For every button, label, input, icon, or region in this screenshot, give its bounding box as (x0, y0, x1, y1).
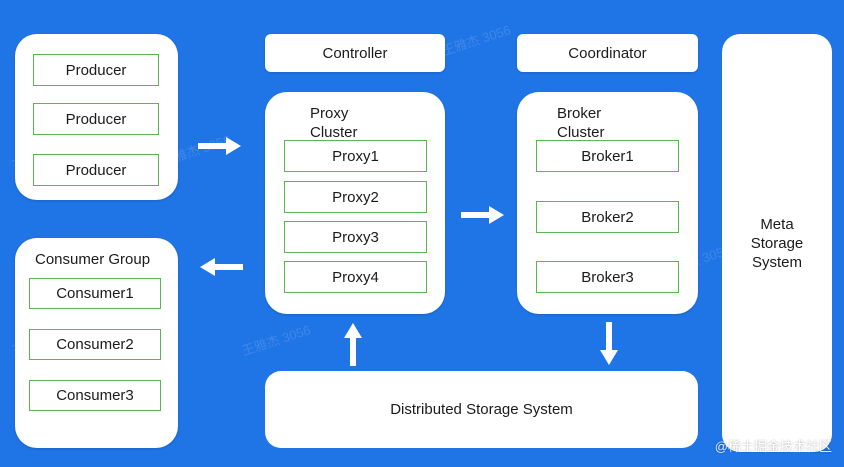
meta-storage-panel: Meta Storage System (722, 34, 832, 452)
consumer-group-panel: Consumer Group Consumer1 Consumer2 Consu… (15, 238, 178, 448)
watermark: 王雅杰 3056 (239, 322, 313, 359)
distributed-storage-panel: Distributed Storage System (265, 371, 698, 448)
proxy-cluster-panel: Proxy Cluster Proxy1 Proxy2 Proxy3 Proxy… (265, 92, 445, 314)
producer-node-3: Producer (33, 154, 159, 186)
controller-box: Controller (265, 34, 445, 72)
producers-panel: Producer Producer Producer (15, 34, 178, 200)
broker-cluster-title: Broker Cluster (557, 105, 605, 141)
consumer-node-1: Consumer1 (29, 278, 161, 309)
arrow-left-proxy-to-consumers (200, 258, 243, 276)
producer-node-2: Producer (33, 103, 159, 135)
consumer-node-2: Consumer2 (29, 329, 161, 360)
proxy-node-4: Proxy4 (284, 261, 427, 293)
distributed-storage-label: Distributed Storage System (390, 401, 573, 418)
consumer-node-3: Consumer3 (29, 380, 161, 411)
broker-cluster-panel: Broker Cluster Broker1 Broker2 Broker3 (517, 92, 698, 314)
consumer-group-title: Consumer Group (35, 251, 151, 268)
broker-node-3: Broker3 (536, 261, 679, 293)
proxy-cluster-title: Proxy Cluster (310, 105, 358, 141)
arrow-right-proxy-to-broker (461, 206, 504, 224)
watermark: 王雅杰 3056 (439, 22, 513, 59)
meta-storage-label: Meta Storage System (750, 215, 804, 271)
broker-node-2: Broker2 (536, 201, 679, 233)
proxy-node-1: Proxy1 (284, 140, 427, 172)
arrow-down-broker-to-storage (600, 322, 618, 365)
proxy-node-3: Proxy3 (284, 221, 427, 253)
arrow-up-storage-to-proxy (344, 323, 362, 366)
broker-node-1: Broker1 (536, 140, 679, 172)
proxy-node-2: Proxy2 (284, 181, 427, 213)
coordinator-box: Coordinator (517, 34, 698, 72)
producer-node-1: Producer (33, 54, 159, 86)
footer-credit: @稀土掘金技术社区 (714, 439, 832, 454)
arrow-right-producers-to-proxy (198, 137, 241, 155)
